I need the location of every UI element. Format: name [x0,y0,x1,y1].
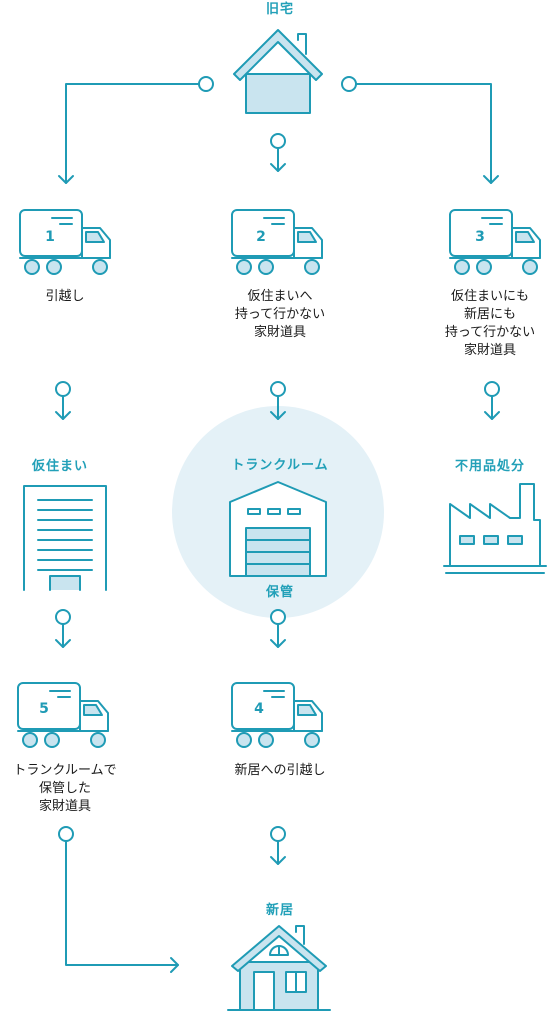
connector-4-to-new [270,826,286,865]
connector-5-to-new [58,826,179,973]
truck-number-1: 1 [45,229,55,245]
connector-old-to-1-ring [198,76,214,92]
connector-old-to-3 [341,76,499,184]
truck-icon-1 [19,209,111,275]
heading-old-home: 旧宅 [265,2,294,17]
connector-4-to-new-ring [270,826,286,842]
connector-2-to-trunk [270,381,286,420]
connector-old-to-1 [58,76,214,184]
truck-icon-4 [231,682,323,748]
connector-1-to-temp [55,381,71,420]
truck-label-5: トランクルームで 保管した 家財道具 [13,763,117,814]
new-house-icon [227,925,331,1011]
connector-3-to-disposal [484,381,500,420]
truck-icon-3 [449,209,541,275]
truck-label-2: 仮住まいへ 持って行かない 家財道具 [234,289,326,340]
truck-label-3: 仮住まいにも 新居にも 持って行かない 家財道具 [444,289,536,358]
truck-number-4: 4 [254,701,264,717]
heading-storage: 保管 [265,585,294,600]
connector-5-to-new-ring [58,826,74,842]
heading-new-home: 新居 [265,903,294,918]
connector-3-to-disposal-ring [484,381,500,397]
truck-number-5: 5 [39,701,49,717]
connector-3-to-disposal-arrowhead [484,411,500,420]
connector-1-to-temp-arrowhead [55,411,71,420]
heading-trunk-room: トランクルーム [231,458,329,473]
connector-5-to-new-line [65,840,179,966]
heading-temp-home: 仮住まい [31,459,88,474]
connector-old-to-3-arrowhead [483,175,499,184]
connector-old-to-2-arrowhead [270,163,286,172]
connector-old-to-1-arrowhead [58,175,74,184]
connector-storage-to-4-arrowhead [270,639,286,648]
connector-old-to-2 [270,133,286,172]
house-icon [233,29,323,114]
warehouse-icon [229,481,327,577]
connector-old-to-1-line [65,83,200,184]
connector-storage-to-4 [270,609,286,648]
truck-icon-5 [17,682,109,748]
truck-label-1: 引越し [45,289,85,304]
connector-1-to-temp-ring [55,381,71,397]
connector-2-to-trunk-arrowhead [270,411,286,420]
truck-number-3: 3 [475,229,485,245]
connector-old-to-3-line [355,83,492,184]
connector-temp-to-5-arrowhead [55,639,71,648]
connector-temp-to-5 [55,609,71,648]
connector-4-to-new-arrowhead [270,856,286,865]
truck-label-4: 新居への引越し [234,763,326,778]
connector-old-to-3-ring [341,76,357,92]
factory-icon [443,483,547,574]
heading-disposal: 不用品処分 [454,459,525,474]
connector-5-to-new-arrowhead [170,957,179,973]
building-icon [23,485,107,591]
connector-storage-to-4-ring [270,609,286,625]
connector-2-to-trunk-ring [270,381,286,397]
truck-icon-2 [231,209,323,275]
icons [17,29,547,1011]
connector-old-to-2-ring [270,133,286,149]
truck-number-2: 2 [256,229,266,245]
connector-temp-to-5-ring [55,609,71,625]
